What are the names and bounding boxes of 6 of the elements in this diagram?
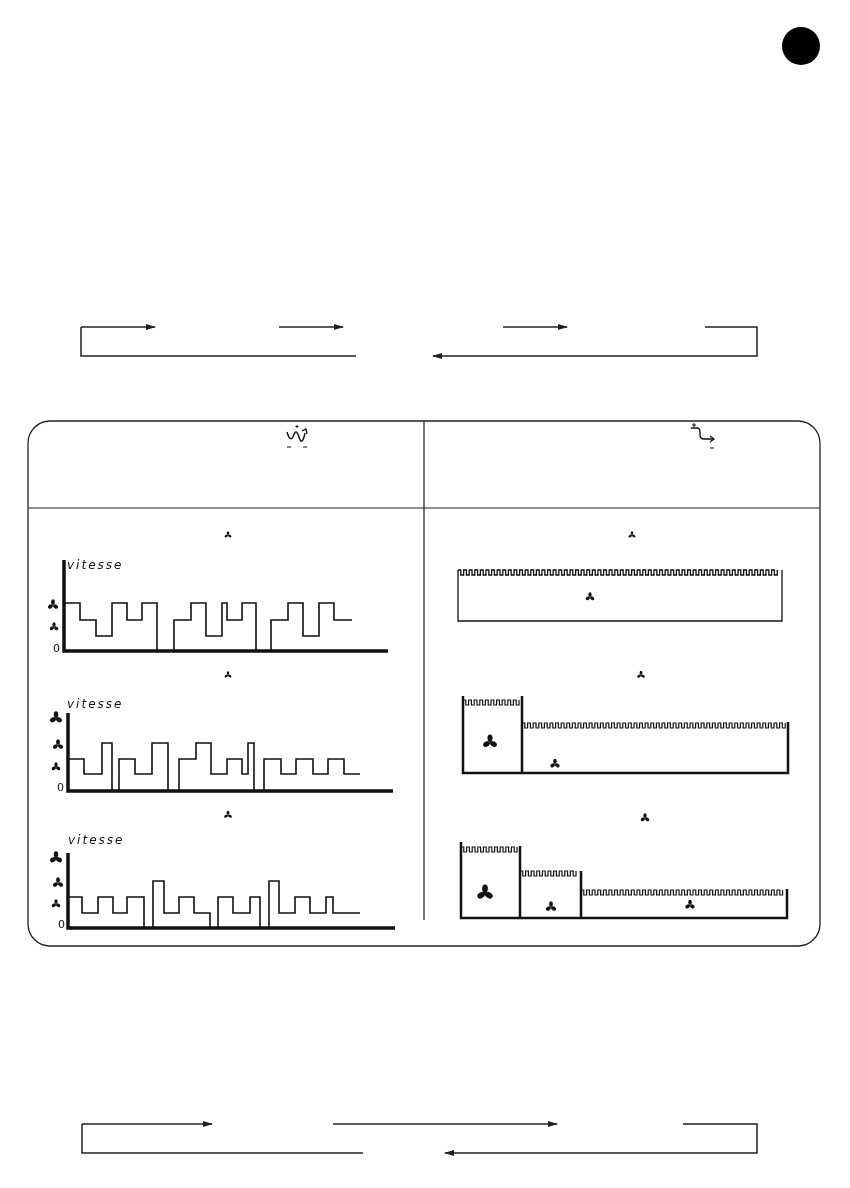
axis-tick-label: 0 [53,643,60,654]
axis-label: vitesse [67,698,124,710]
axis-label: vitesse [67,559,124,571]
axis-tick-label: 0 [57,782,64,793]
axis-tick-label: 0 [58,919,65,930]
axis-label: vitesse [68,834,125,846]
